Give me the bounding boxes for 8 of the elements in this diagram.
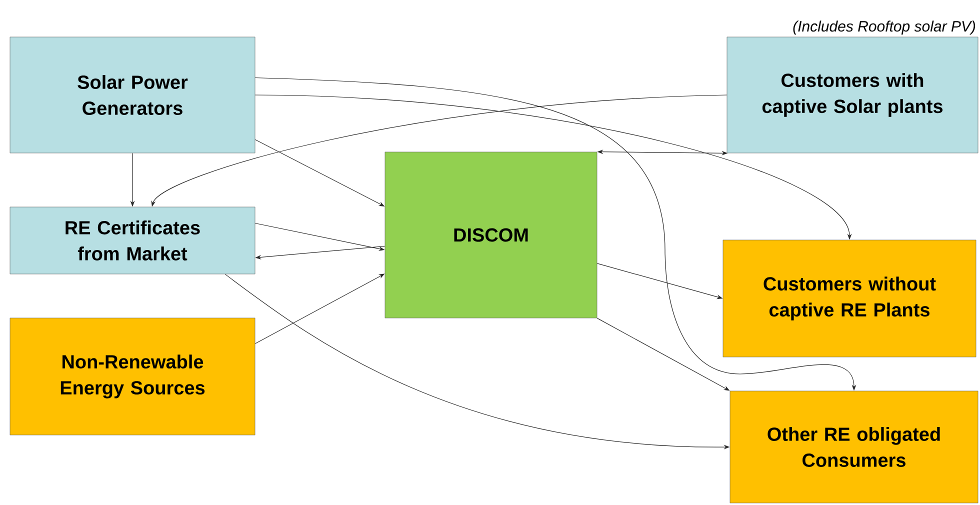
process-box: Non-Renewable Energy Sources: [10, 318, 256, 436]
process-box: Customers with captive Solar plants: [726, 36, 978, 154]
hub-box: DISCOM: [384, 152, 598, 318]
process-box: Solar Power Generators: [10, 36, 256, 154]
process-box: RE Certificates from Market: [10, 206, 256, 274]
note-text: (Includes Rooftop solar PV): [793, 20, 976, 35]
process-box: Other RE obligated Consumers: [730, 390, 978, 504]
process-box: Customers without captive RE Plants: [722, 240, 976, 358]
